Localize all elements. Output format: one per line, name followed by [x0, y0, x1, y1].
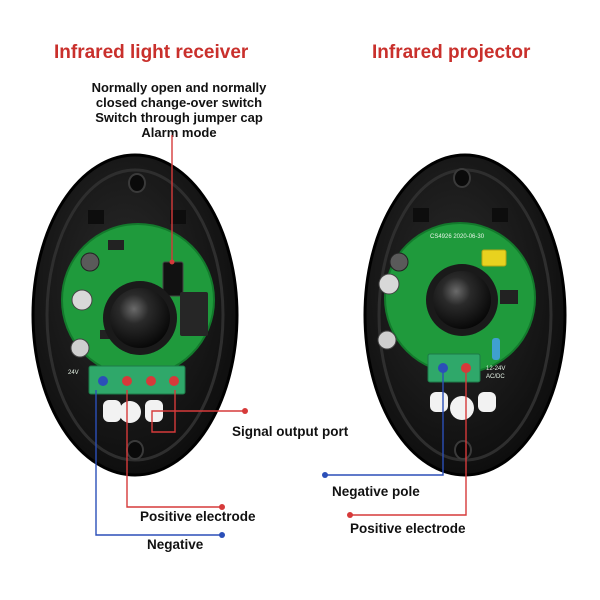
- receiver-lens-icon: [110, 288, 170, 348]
- capacitor: [70, 338, 90, 358]
- leader-dot: [169, 259, 175, 265]
- cable-slot: [478, 392, 496, 412]
- pcb-voltage-mark: 24V: [68, 370, 79, 376]
- pcb-cutout: [170, 210, 186, 224]
- top-screw-hole-icon: [128, 173, 146, 193]
- pcb-cutout: [88, 210, 104, 224]
- capacitor: [378, 273, 400, 295]
- leader-dot: [219, 532, 225, 538]
- top-screw-hole-icon: [453, 168, 471, 188]
- yellow-capacitor: [481, 249, 507, 267]
- projector-title: Infrared projector: [372, 42, 531, 63]
- bottom-screw-hole-icon: [126, 440, 144, 460]
- signal-output-leader: [151, 390, 245, 433]
- leader-dot: [322, 472, 328, 478]
- receiver-terminal-block: [88, 365, 186, 395]
- leader-dot: [219, 504, 225, 510]
- projector-negative-leader: [325, 372, 444, 476]
- terminal-screw: [438, 363, 448, 373]
- cable-slot: [430, 392, 448, 412]
- receiver-mode-description: Normally open and normally closed change…: [74, 80, 284, 140]
- receiver-negative-leader: [95, 390, 222, 536]
- receiver-negative-label: Negative: [147, 537, 204, 552]
- mode-line: Alarm mode: [141, 125, 217, 140]
- capacitor: [389, 252, 409, 272]
- mode-line: Switch through jumper cap: [95, 110, 263, 125]
- projector-negative-label: Negative pole: [332, 484, 420, 499]
- projector-unit: CS4926 2020-06-30 12-24V AC/DC: [363, 153, 567, 477]
- projector-positive-label: Positive electrode: [350, 521, 466, 536]
- bottom-screw-hole-icon: [454, 440, 472, 460]
- projector-positive-leader: [350, 372, 467, 516]
- mode-line: Normally open and normally: [91, 80, 267, 95]
- relay-block: [180, 292, 208, 336]
- terminal-screw: [122, 376, 132, 386]
- mode-line: closed change-over switch: [95, 95, 263, 110]
- signal-output-label: Signal output port: [232, 424, 349, 439]
- receiver-positive-label: Positive electrode: [140, 509, 256, 524]
- terminal-screw: [169, 376, 179, 386]
- capacitor: [71, 289, 93, 311]
- terminal-screw: [461, 363, 471, 373]
- pcb-voltage-mark: 12-24V: [486, 366, 505, 372]
- receiver-unit: 24V: [31, 153, 239, 477]
- terminal-screw: [146, 376, 156, 386]
- leader-dot: [242, 408, 248, 414]
- receiver-title: Infrared light receiver: [54, 42, 249, 63]
- pcb-cutout: [413, 208, 429, 222]
- cable-hole: [119, 401, 141, 423]
- cable-slot: [103, 400, 121, 422]
- capacitor: [377, 330, 397, 350]
- callout-lines: [95, 135, 467, 538]
- terminal-screw: [98, 376, 108, 386]
- resistor: [492, 338, 500, 360]
- leader-dot: [347, 512, 353, 518]
- jumper-header: [162, 261, 184, 297]
- projector-lens-icon: [433, 271, 491, 329]
- projector-terminal-block: [427, 353, 481, 383]
- capacitor: [80, 252, 100, 272]
- receiver-positive-leader: [126, 390, 222, 508]
- pcb-acdc-mark: AC/DC: [486, 374, 505, 380]
- pcb-date-mark: CS4926 2020-06-30: [430, 234, 485, 240]
- cable-hole: [450, 396, 474, 420]
- chip: [108, 240, 124, 250]
- chip: [500, 290, 518, 304]
- pcb-cutout: [492, 208, 508, 222]
